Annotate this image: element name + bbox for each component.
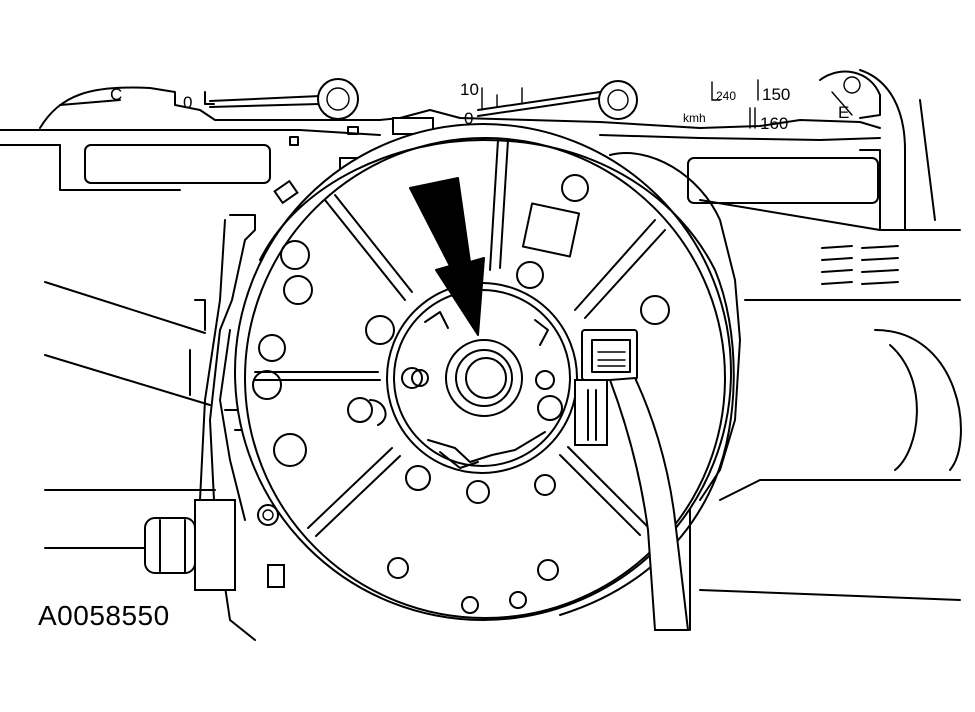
instrument-cluster: 0 C 10 0 240 150 160 kmh <box>0 69 936 231</box>
disc-spokes <box>254 139 666 537</box>
tachometer-needle <box>477 80 638 120</box>
disc-holes <box>252 174 670 614</box>
wire-harness <box>608 376 690 631</box>
speed-scale-160: 160 <box>760 114 788 133</box>
clockspring-hub <box>369 282 578 474</box>
fuel-scale-e: E <box>838 103 849 122</box>
tach-scale-ten: 10 <box>460 80 479 99</box>
dashboard-structure <box>0 144 962 641</box>
vent-slots <box>821 245 899 285</box>
temp-scale-zero: 0 <box>183 93 192 112</box>
fuel-gauge: E <box>819 70 881 122</box>
clockspring-assembly <box>234 123 735 631</box>
stalk-knob <box>144 499 236 591</box>
tach-scale-zero: 0 <box>464 109 473 128</box>
temp-gauge-needle <box>204 78 359 120</box>
speed-unit-label: kmh <box>683 111 706 125</box>
speedometer-scale: 240 150 160 kmh <box>683 79 790 133</box>
callout-arrow <box>409 177 485 336</box>
clockspring-connector <box>574 329 638 446</box>
speed-scale-150: 150 <box>762 85 790 104</box>
temp-scale-c: C <box>110 85 122 104</box>
figure-id-label: A0058550 <box>38 600 170 631</box>
speed-scale-240: 240 <box>716 89 736 103</box>
